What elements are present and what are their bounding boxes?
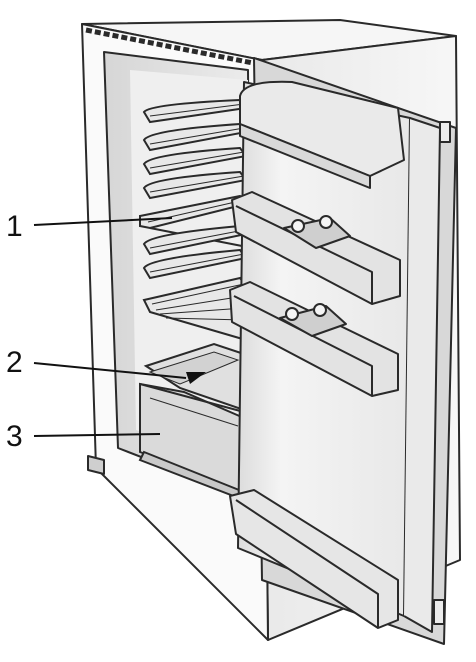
- door-bin: [229, 281, 399, 397]
- callout-2: 2: [6, 346, 206, 384]
- hinge-top: [439, 121, 451, 143]
- callout-1: 1: [6, 210, 173, 243]
- cabinet-foot: [87, 455, 105, 475]
- callout-3: 3: [6, 420, 161, 453]
- hinge-bottom: [433, 599, 445, 625]
- door-bottom-bin: [229, 489, 399, 629]
- callouts: 1 2 3: [6, 210, 206, 453]
- callout-number: 2: [6, 346, 23, 379]
- door-top-compartment: [239, 80, 405, 177]
- shelf: [142, 146, 248, 176]
- egg-tray: [279, 305, 347, 337]
- door-bin: [231, 191, 401, 305]
- door: [229, 57, 457, 645]
- leader-line: [33, 433, 161, 437]
- callout-number: 3: [6, 420, 23, 453]
- arrowhead: [186, 372, 206, 384]
- leader-line: [33, 362, 187, 379]
- shelf: [142, 98, 248, 124]
- leader-line: [33, 217, 173, 226]
- callout-number: 1: [6, 210, 23, 243]
